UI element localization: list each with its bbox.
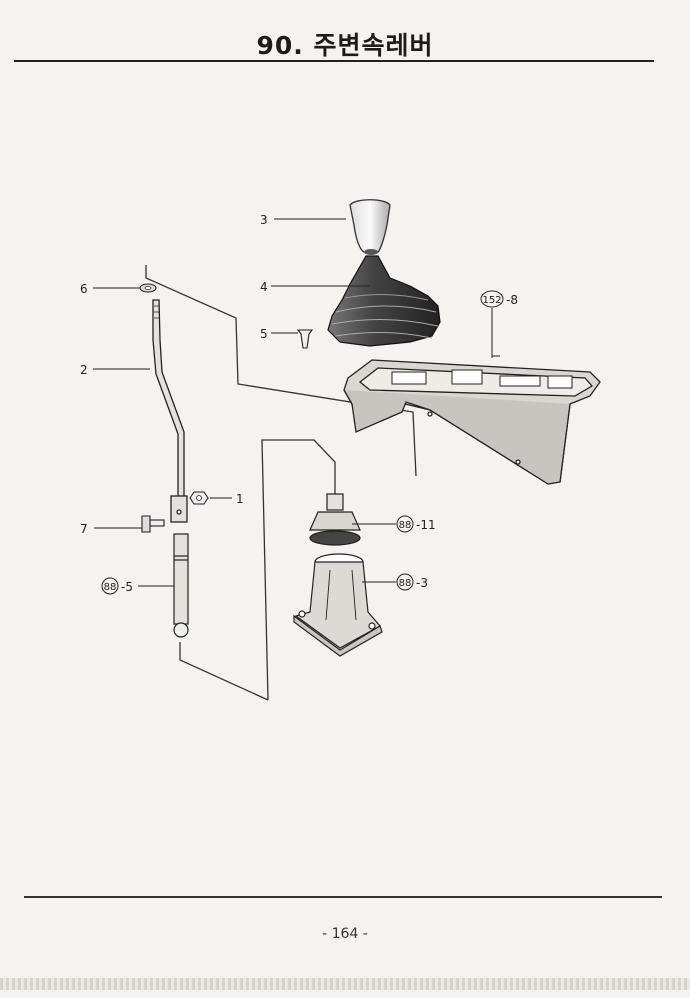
ref-88-b: 88 (399, 578, 412, 589)
callout-6: 6 (80, 282, 88, 296)
leader-lines (93, 218, 500, 587)
callout-88-11: 88 -11 (396, 515, 436, 533)
header-rule (14, 60, 654, 62)
ref-152: 152 (482, 295, 501, 306)
page-title: 90. 주변속레버 (256, 31, 434, 60)
callout-5: 5 (260, 327, 268, 341)
nut (189, 491, 209, 505)
page-number: - 164 - (322, 926, 368, 942)
scan-edge (0, 978, 690, 990)
ref-88-a: 88 (399, 520, 412, 531)
callout-1: 1 (236, 492, 244, 506)
shift-knob (349, 199, 391, 255)
screw (296, 329, 314, 349)
assembly-outline (145, 265, 417, 701)
callout-88-5: 88 -5 (101, 577, 133, 595)
ref-88-c: 88 (104, 582, 117, 593)
suffix-5: -5 (121, 580, 133, 594)
bolt (141, 515, 165, 533)
washer (139, 283, 157, 293)
callout-7: 7 (80, 522, 88, 536)
suffix-11: -11 (416, 518, 436, 532)
callout-88-3: 88 -3 (396, 573, 428, 591)
lever-housing (293, 553, 383, 657)
shift-boot (327, 255, 441, 347)
suffix-8: -8 (506, 293, 518, 307)
footer-rule (24, 896, 662, 898)
console-cover (343, 359, 601, 485)
callout-3: 3 (260, 213, 268, 227)
suffix-3: -3 (416, 576, 428, 590)
shift-lever (152, 299, 188, 523)
callout-4: 4 (260, 280, 268, 294)
lower-shaft (173, 533, 189, 638)
callout-2: 2 (80, 363, 88, 377)
callout-152-8: 152 -8 (480, 290, 518, 308)
seal (309, 493, 361, 546)
